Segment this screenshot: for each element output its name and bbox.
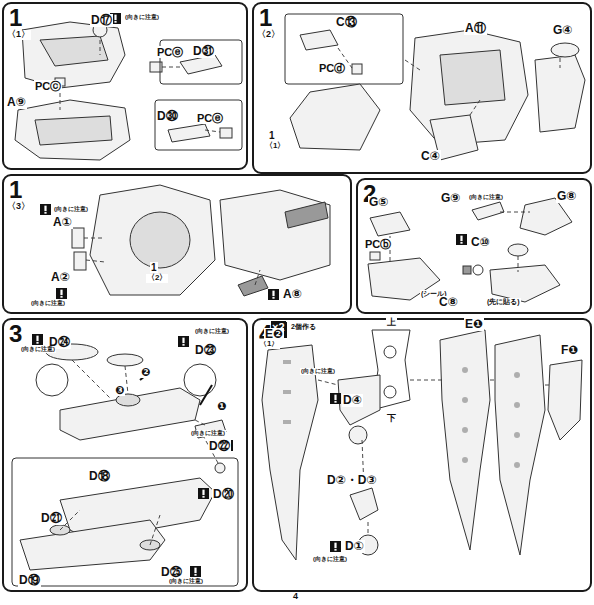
- part-label: A⑨: [6, 96, 27, 109]
- part-label: C⑩: [470, 236, 491, 249]
- part-label: 〈1〉: [258, 340, 280, 349]
- part-label: A②: [50, 271, 71, 284]
- step-number: 1: [9, 177, 22, 203]
- part-label: D②・D③: [326, 474, 378, 487]
- part-label: (向きに注意): [300, 368, 336, 375]
- part-label: 下: [386, 414, 397, 424]
- part-label: 〈3〉: [6, 202, 31, 212]
- part-label: (向きに注意): [190, 430, 226, 437]
- part-label: G⑧: [556, 190, 578, 203]
- part-label: (向きに注意): [194, 328, 230, 335]
- part-label: D⑰: [90, 14, 113, 27]
- step-number: 1: [9, 5, 22, 31]
- part-label: 4: [292, 592, 299, 602]
- part-label: C⑧: [438, 296, 459, 309]
- part-label: D⑳: [212, 488, 235, 501]
- part-label: (向きに注意): [468, 194, 504, 201]
- part-label: (向きに注意): [312, 556, 348, 563]
- part-label: A⑪: [464, 22, 487, 35]
- part-label: 〈1〉: [6, 30, 31, 40]
- part-label: 〈2〉: [146, 274, 168, 283]
- part-label: 2個作る: [290, 323, 317, 331]
- part-label: E❶: [464, 318, 484, 331]
- part-label: D㉓: [194, 344, 217, 357]
- part-label: A⑧: [282, 288, 303, 301]
- part-label: A①: [52, 216, 73, 229]
- part-label: D㉛: [192, 45, 215, 58]
- part-label: (向きに注意): [168, 578, 204, 585]
- part-label: F❶: [560, 344, 580, 357]
- part-label: D⑱: [88, 470, 111, 483]
- part-label: D㉒: [208, 440, 231, 453]
- part-label: D㉚: [156, 110, 179, 123]
- part-label: 1: [150, 262, 158, 273]
- part-label: (向きに注意): [20, 346, 56, 353]
- part-label: G④: [552, 24, 574, 37]
- part-label: ❶: [216, 400, 227, 412]
- part-label: D⑲: [18, 574, 41, 587]
- part-label: PCⓔ: [156, 46, 184, 58]
- part-label: 〈1〉: [264, 142, 286, 151]
- step-number: 3: [9, 321, 22, 347]
- part-label: D①: [344, 540, 365, 553]
- step-panel: 1: [252, 2, 592, 174]
- part-label: 〈2〉: [256, 30, 281, 40]
- part-label: G⑨: [440, 192, 462, 205]
- step-panel: 4: [252, 318, 592, 592]
- part-label: PCⓔ: [196, 112, 224, 124]
- part-label: ❸: [114, 384, 125, 396]
- part-label: C⑬: [335, 16, 358, 29]
- part-label: D④: [342, 394, 363, 407]
- part-label: (向きに注意): [124, 14, 160, 21]
- part-label: 上: [386, 318, 397, 328]
- part-label: PCⓒ: [34, 80, 62, 92]
- part-label: G⑤: [368, 196, 390, 209]
- step-number: 1: [259, 5, 272, 31]
- part-label: E❷: [264, 328, 284, 341]
- part-label: PCⓓ: [318, 62, 346, 74]
- part-label: (先に貼る): [486, 298, 521, 306]
- step-panel: 3: [2, 318, 248, 592]
- part-label: D㉑: [40, 512, 63, 525]
- part-label: 1: [268, 130, 276, 141]
- part-label: (向きに注意): [30, 300, 66, 307]
- part-label: C④: [420, 150, 441, 163]
- part-label: ❷: [140, 366, 151, 378]
- part-label: (向きに注意): [53, 206, 89, 213]
- part-label: PCⓑ: [364, 238, 392, 250]
